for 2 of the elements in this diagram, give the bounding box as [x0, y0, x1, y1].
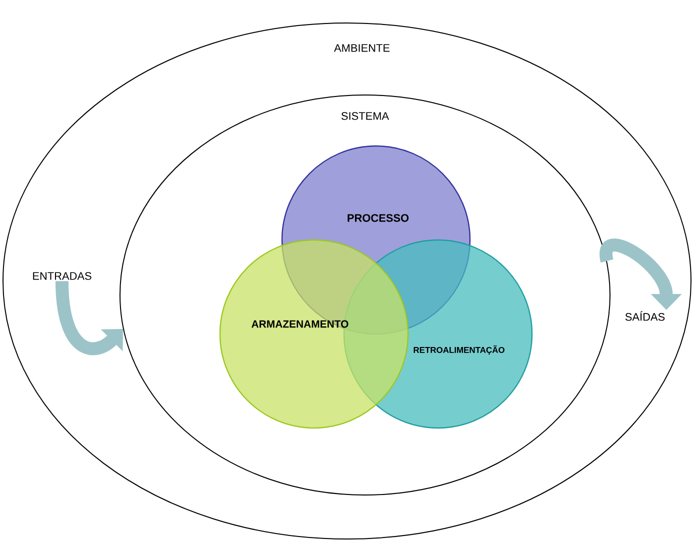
input-label: ENTRADAS: [33, 272, 92, 280]
output-label: SAÍDAS: [625, 311, 665, 321]
